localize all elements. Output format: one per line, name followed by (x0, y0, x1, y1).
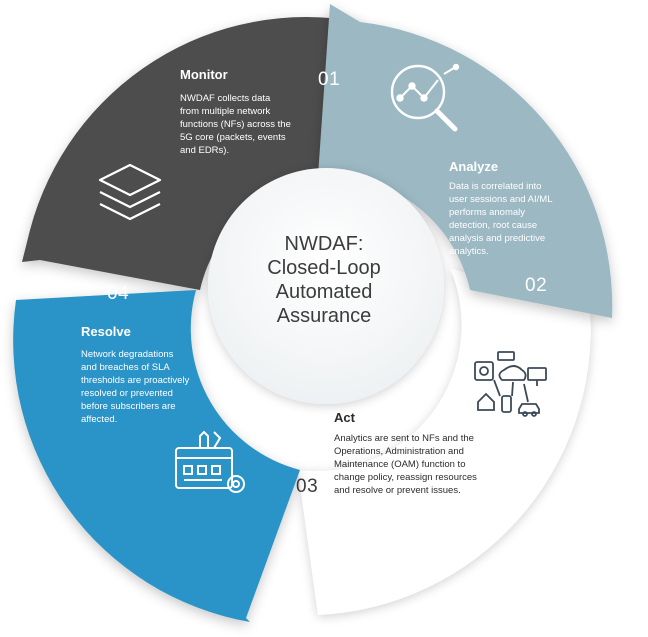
analyze-description-line: detection, root cause (449, 220, 538, 231)
segment-act (298, 268, 591, 615)
act-title: Act (334, 410, 355, 425)
act-number: 03 (296, 476, 319, 497)
analyze-description: Data is correlated into user sessions an… (449, 180, 553, 258)
segment-resolve (13, 290, 301, 622)
act-description-line: change policy, reassign resources (334, 472, 477, 483)
analyze-description-line: performs anomaly (449, 207, 526, 218)
resolve-description-line: before subscribers are (81, 401, 176, 412)
center-title: NWDAF: Closed-Loop Automated Assurance (218, 232, 430, 328)
resolve-description: Network degradations and breaches of SLA… (81, 348, 189, 426)
resolve-description-line: thresholds are proactively (81, 375, 190, 386)
monitor-description-line: functions (NFs) across the (180, 119, 291, 130)
magnifier-chart-icon (390, 63, 460, 132)
resolve-description-line: resolved or prevented (81, 388, 173, 399)
monitor-description: NWDAF collects data from multiple networ… (180, 92, 291, 157)
analyze-title: Analyze (449, 159, 499, 174)
monitor-title: Monitor (180, 67, 228, 82)
resolve-description-line: Network degradations (81, 349, 174, 360)
monitor-description-line: and EDRs). (180, 145, 230, 156)
act-description: Analytics are sent to NFs and the Operat… (334, 432, 477, 497)
center-title-line-4: Assurance (276, 305, 372, 327)
act-description-line: Analytics are sent to NFs and the (334, 433, 474, 444)
resolve-description-line: affected. (81, 414, 118, 425)
act-description-line: Maintenance (OAM) function to (334, 459, 466, 470)
tools-dashboard-icon (175, 430, 245, 493)
resolve-number: 04 (107, 283, 130, 304)
segment-monitor (22, 16, 360, 291)
resolve-title: Resolve (81, 324, 131, 339)
analyze-description-line: user sessions and AI/ML (449, 194, 553, 205)
analyze-description-line: analysis and predictive (449, 233, 546, 244)
resolve-description-line: and breaches of SLA (81, 362, 170, 373)
segment-analyze (318, 4, 613, 318)
connected-devices-icon (474, 351, 547, 417)
layers-stack-icon (98, 163, 162, 221)
analyze-description-line: analytics. (449, 246, 489, 257)
center-title-line-1: NWDAF: (284, 233, 364, 255)
center-circle (208, 168, 444, 404)
center-title-line-3: Automated (275, 281, 373, 303)
monitor-description-line: from multiple network (180, 106, 271, 117)
monitor-description-line: 5G core (packets, events (180, 132, 286, 143)
act-description-line: and resolve or prevent issues. (334, 485, 461, 496)
analyze-description-line: Data is correlated into (449, 181, 542, 192)
center-title-line-2: Closed-Loop (267, 257, 381, 279)
analyze-number: 02 (525, 275, 548, 296)
act-description-line: Operations, Administration and (334, 446, 464, 457)
monitor-number: 01 (318, 69, 341, 90)
monitor-description-line: NWDAF collects data (180, 93, 271, 104)
